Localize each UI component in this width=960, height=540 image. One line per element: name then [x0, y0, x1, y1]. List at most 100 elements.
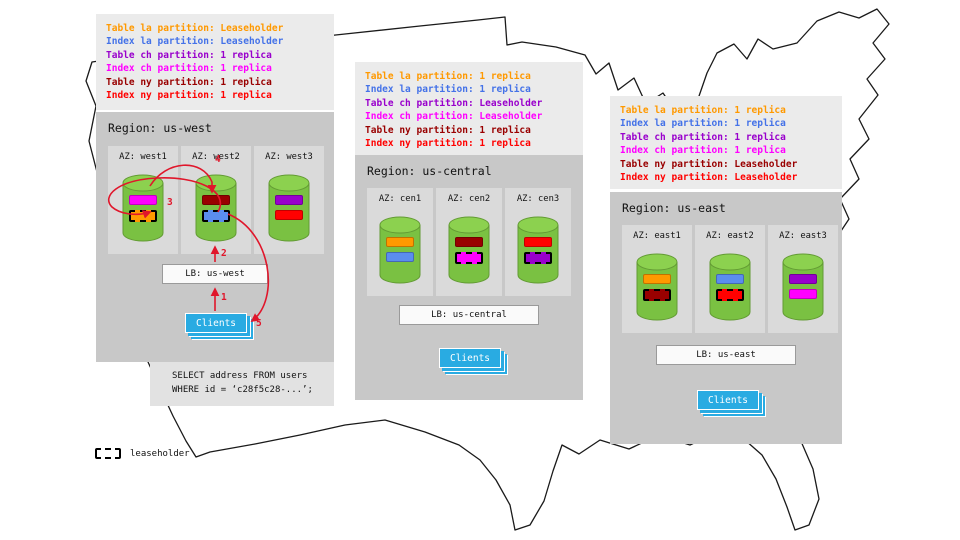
partition-replica	[716, 274, 744, 284]
cylinder-top	[122, 174, 164, 192]
az-label: AZ: east2	[706, 231, 754, 241]
database-cylinder	[447, 215, 491, 285]
partition-info-line: Table la partition: 1 replica	[620, 105, 786, 116]
region-title: Region: us-central	[367, 164, 492, 178]
sql-query-box: SELECT address FROM users WHERE id = ‘c2…	[150, 362, 334, 406]
partition-replica	[129, 195, 157, 205]
step-label-2: 2	[221, 248, 227, 259]
partition-replica	[789, 274, 817, 284]
region-title: Region: us-west	[108, 121, 212, 135]
partition-info-line: Table ny partition: 1 replica	[365, 124, 531, 136]
clients-node-west: Clients	[185, 313, 247, 333]
az-label: AZ: cen1	[378, 194, 422, 204]
cylinder-top	[709, 253, 751, 271]
step-label-1: 1	[221, 292, 227, 303]
region-us-east: Region: us-east AZ: east1 AZ: east2	[610, 192, 842, 444]
az-label: AZ: west3	[265, 152, 313, 162]
partition-replica	[643, 274, 671, 284]
az-row: AZ: cen1 AZ: cen2	[367, 188, 571, 296]
cylinder-top	[517, 216, 559, 234]
step-label-3: 3	[167, 197, 173, 208]
west-partition-info-panel: Table la partition: Leaseholder Index la…	[96, 14, 334, 110]
region-us-central: Region: us-central AZ: cen1 AZ: cen2	[355, 155, 583, 400]
legend: leaseholder	[95, 448, 190, 459]
az-row: AZ: east1 AZ: east2	[622, 225, 838, 333]
database-cylinder	[267, 173, 311, 243]
east-partition-info-panel: Table la partition: 1 replica Index la p…	[610, 96, 842, 189]
partition-replica	[524, 252, 552, 264]
central-partition-info-panel: Table la partition: 1 replica Index la p…	[355, 62, 583, 155]
sql-line: WHERE id = ‘c28f5c28-...’;	[172, 385, 313, 395]
partition-replica	[275, 195, 303, 205]
database-cylinder	[635, 252, 679, 322]
az-east2: AZ: east2	[695, 225, 765, 333]
cylinder-top	[268, 174, 310, 192]
load-balancer-us-west: LB: us-west	[162, 264, 268, 284]
partition-info-line: Index ny partition: Leaseholder	[620, 172, 798, 184]
partition-info-line: Table ny partition: Leaseholder	[620, 158, 798, 170]
partition-replica	[524, 237, 552, 247]
cylinder-top	[636, 253, 678, 271]
database-cylinder	[378, 215, 422, 285]
partition-replica	[129, 210, 157, 222]
partition-replica	[455, 237, 483, 247]
partition-info-line: Table la partition: Leaseholder	[106, 23, 284, 34]
clients-node-east: Clients	[697, 390, 759, 410]
legend-label: leaseholder	[130, 448, 190, 459]
leaseholder-swatch-icon	[95, 448, 121, 459]
clients-node-central: Clients	[439, 348, 501, 368]
az-cen2: AZ: cen2	[436, 188, 502, 296]
partition-replica	[455, 252, 483, 264]
cylinder-top	[782, 253, 824, 271]
region-us-west: Region: us-west AZ: west1 AZ: west2	[96, 112, 334, 362]
database-cylinder	[781, 252, 825, 322]
database-cylinder	[516, 215, 560, 285]
cylinder-top	[379, 216, 421, 234]
partition-info-line: Table ch partition: Leaseholder	[365, 97, 543, 109]
partition-replica	[386, 252, 414, 262]
partition-info-line: Table ny partition: 1 replica	[106, 76, 272, 88]
partition-info-line: Table ch partition: 1 replica	[620, 131, 786, 143]
partition-replica	[789, 289, 817, 299]
az-west3: AZ: west3	[254, 146, 324, 254]
az-label: AZ: east1	[633, 231, 681, 241]
partition-info-line: Index ny partition: 1 replica	[365, 138, 531, 150]
partition-info-line: Index la partition: 1 replica	[620, 118, 786, 130]
az-label: AZ: west2	[192, 152, 240, 162]
load-balancer-us-central: LB: us-central	[399, 305, 539, 325]
partition-replica	[275, 210, 303, 220]
step-label-4: 4	[215, 154, 221, 165]
clients-label: Clients	[195, 317, 237, 329]
partition-replica	[386, 237, 414, 247]
partition-info-line: Index ny partition: 1 replica	[106, 90, 272, 102]
partition-replica	[716, 289, 744, 301]
partition-replica	[202, 195, 230, 205]
cylinder-top	[195, 174, 237, 192]
az-east3: AZ: east3	[768, 225, 838, 333]
database-cylinder	[194, 173, 238, 243]
step-label-5: 5	[256, 318, 262, 329]
database-cylinder	[121, 173, 165, 243]
partition-info-line: Table la partition: 1 replica	[365, 71, 531, 82]
az-label: AZ: west1	[119, 152, 167, 162]
partition-replica	[202, 210, 230, 222]
load-balancer-us-east: LB: us-east	[656, 345, 796, 365]
az-cen3: AZ: cen3	[505, 188, 571, 296]
partition-info-line: Index la partition: 1 replica	[365, 84, 531, 96]
partition-replica	[643, 289, 671, 301]
az-label: AZ: east3	[779, 231, 827, 241]
clients-label: Clients	[449, 352, 491, 364]
az-label: AZ: cen2	[447, 194, 491, 204]
database-cylinder	[708, 252, 752, 322]
az-label: AZ: cen3	[516, 194, 560, 204]
partition-info-line: Index ch partition: 1 replica	[106, 63, 272, 75]
partition-info-line: Index ch partition: Leaseholder	[365, 111, 543, 123]
partition-info-line: Index ch partition: 1 replica	[620, 145, 786, 157]
az-east1: AZ: east1	[622, 225, 692, 333]
sql-line: SELECT address FROM users	[172, 371, 308, 381]
cylinder-top	[448, 216, 490, 234]
clients-label: Clients	[707, 394, 749, 406]
partition-info-line: Table ch partition: 1 replica	[106, 49, 272, 61]
az-cen1: AZ: cen1	[367, 188, 433, 296]
